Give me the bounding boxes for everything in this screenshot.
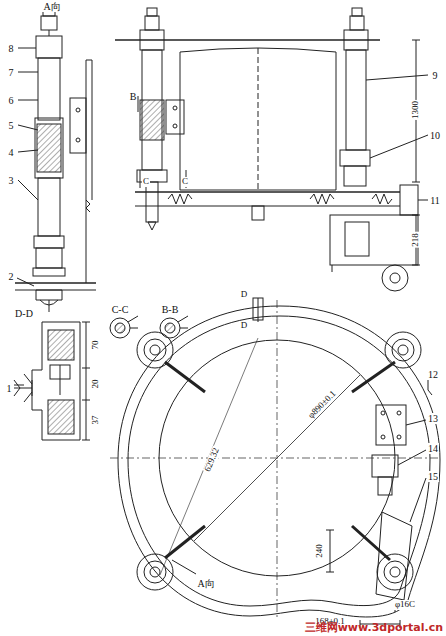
callout-number: 2 xyxy=(8,271,15,282)
front-view xyxy=(115,8,428,291)
callout-number: 5 xyxy=(8,120,15,131)
callout-number: 20 xyxy=(90,378,100,389)
callout-number: 1 xyxy=(6,383,13,394)
dimension-text: φ890±0.1 xyxy=(305,388,338,421)
dimension-text: C xyxy=(142,177,150,187)
dimension-text: C xyxy=(181,177,189,187)
dimension-text: D xyxy=(240,290,249,300)
dimension-text: D-D xyxy=(14,308,34,319)
callout-number: 8 xyxy=(8,43,15,54)
callout-number: 37 xyxy=(90,414,100,425)
section-views xyxy=(110,316,188,338)
callout-number: 13 xyxy=(427,413,439,424)
dimension-text: A向 xyxy=(42,1,61,12)
dimension-text: 629.32 xyxy=(202,446,222,474)
callout-number: 11 xyxy=(429,195,441,206)
callout-number: 15 xyxy=(427,471,439,482)
callout-number: 3 xyxy=(8,175,15,186)
dimension-text: 240 xyxy=(315,543,325,559)
dimension-text: B-B xyxy=(161,304,180,315)
dimension-text: 218 xyxy=(411,232,421,248)
dimension-text: B xyxy=(129,91,138,102)
callout-number: 14 xyxy=(427,443,439,454)
dimension-text: C-C xyxy=(111,304,130,315)
callout-number: 7 xyxy=(8,67,15,78)
callout-number: 4 xyxy=(8,147,15,158)
dimension-text: A向 xyxy=(196,578,215,589)
watermark: 三维网www.3dportal.cn xyxy=(304,622,444,634)
dimension-text: 1300 xyxy=(411,100,421,120)
dimension-text: φ16C xyxy=(394,600,416,610)
callout-number: 6 xyxy=(8,95,15,106)
callout-number: 12 xyxy=(427,369,439,380)
dimension-text: D xyxy=(240,321,249,331)
callout-number: 10 xyxy=(429,130,441,141)
callout-number: 70 xyxy=(90,339,100,350)
left-view xyxy=(15,8,96,312)
ring-plan-view xyxy=(110,298,440,628)
callout-number: 9 xyxy=(432,70,439,81)
detail-d-d xyxy=(14,322,90,440)
